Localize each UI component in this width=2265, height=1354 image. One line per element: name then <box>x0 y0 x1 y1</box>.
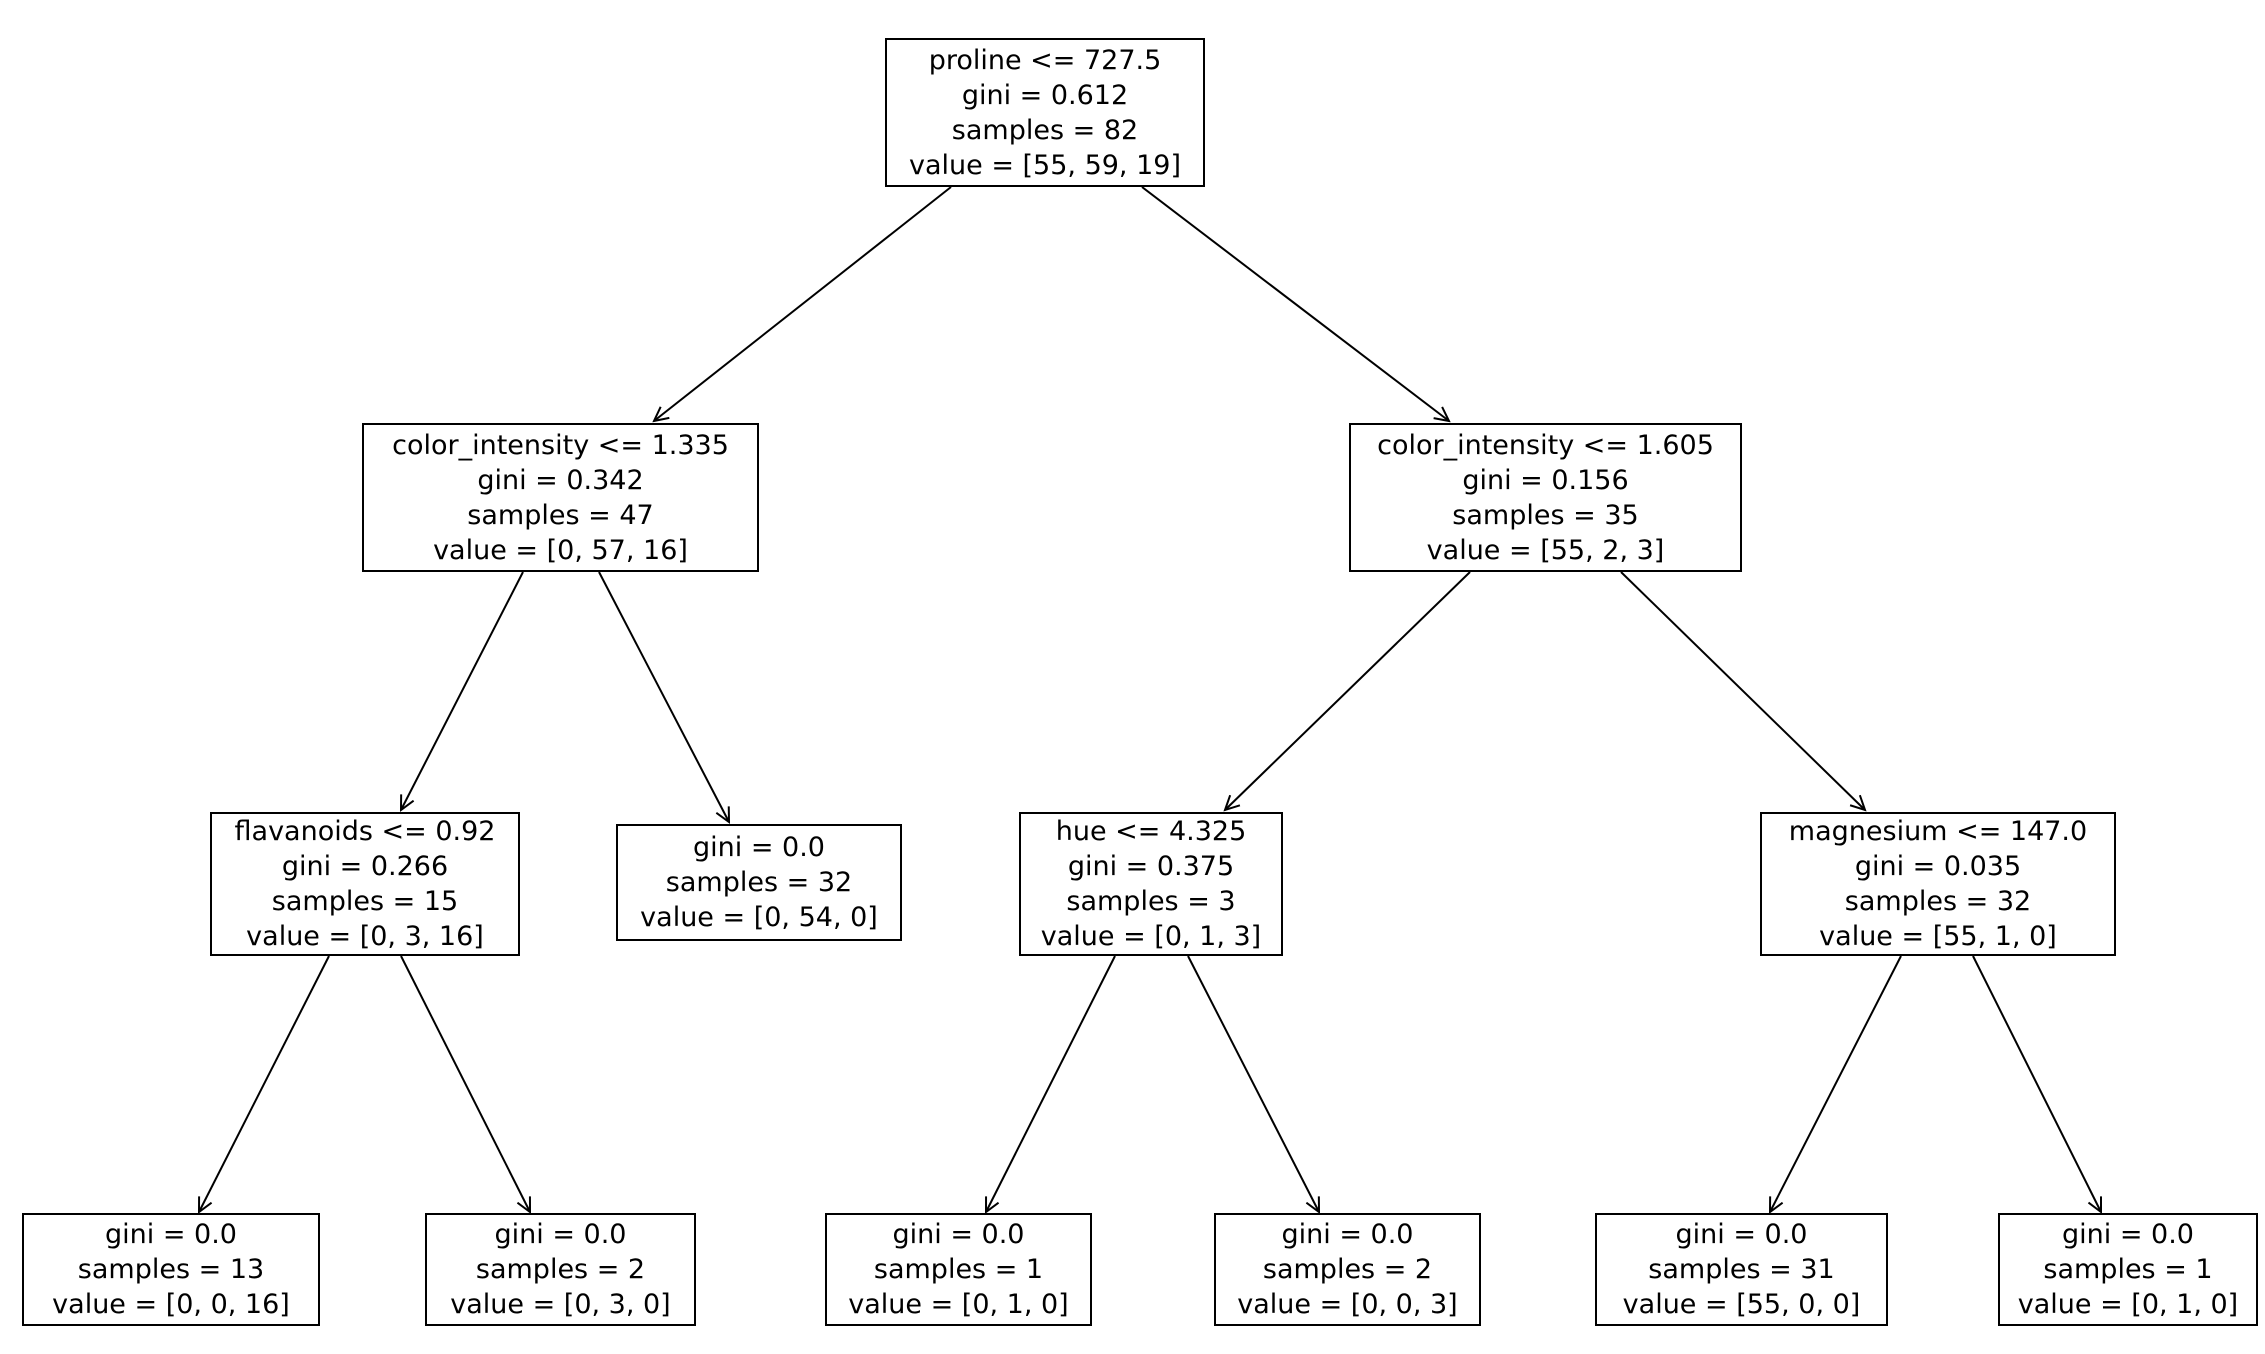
node-value: value = [0, 3, 16] <box>246 921 484 952</box>
leaf-node-lr: gini = 0.0 samples = 32 value = [0, 54, … <box>616 824 902 941</box>
edge-rr-to-rrr <box>1972 955 2101 1212</box>
node-samples: samples = 3 <box>1066 886 1236 917</box>
node-color-intensity-right: color_intensity <= 1.605 gini = 0.156 sa… <box>1349 423 1742 572</box>
node-condition: color_intensity <= 1.605 <box>1377 429 1714 461</box>
node-value: value = [0, 54, 0] <box>640 902 878 933</box>
leaf-node-6: gini = 0.0 samples = 1 value = [0, 1, 0] <box>1998 1213 2258 1326</box>
node-gini: gini = 0.156 <box>1462 464 1629 496</box>
leaf-node-2: gini = 0.0 samples = 2 value = [0, 3, 0] <box>425 1213 696 1326</box>
node-value: value = [0, 1, 3] <box>1040 921 1262 952</box>
node-value: value = [0, 1, 0] <box>848 1289 1069 1320</box>
edge-rl-to-rlr <box>1187 955 1319 1212</box>
node-value: value = [55, 2, 3] <box>1426 534 1665 566</box>
node-gini: gini = 0.342 <box>477 464 644 496</box>
node-gini: gini = 0.0 <box>693 832 825 863</box>
leaf-node-1: gini = 0.0 samples = 13 value = [0, 0, 1… <box>22 1213 320 1326</box>
node-samples: samples = 2 <box>1262 1254 1433 1285</box>
node-root-proline: proline <= 727.5 gini = 0.612 samples = … <box>885 38 1205 187</box>
node-gini: gini = 0.0 <box>892 1219 1025 1250</box>
node-gini: gini = 0.0 <box>494 1219 627 1250</box>
node-samples: samples = 47 <box>467 499 654 531</box>
node-gini: gini = 0.035 <box>1854 851 2022 882</box>
edge-r-to-rl <box>1225 571 1471 810</box>
node-condition: magnesium <= 147.0 <box>1788 816 2088 847</box>
node-samples: samples = 1 <box>2043 1254 2213 1285</box>
node-samples: samples = 82 <box>951 114 1139 146</box>
leaf-node-4: gini = 0.0 samples = 2 value = [0, 0, 3] <box>1214 1213 1481 1326</box>
node-gini: gini = 0.0 <box>105 1219 237 1250</box>
node-flavanoids: flavanoids <= 0.92 gini = 0.266 samples … <box>210 812 520 956</box>
edge-l-to-ll <box>401 571 524 810</box>
node-condition: flavanoids <= 0.92 <box>234 816 496 847</box>
node-samples: samples = 15 <box>271 886 459 917</box>
node-value: value = [55, 0, 0] <box>1622 1289 1861 1320</box>
node-samples: samples = 32 <box>1844 886 2032 917</box>
node-gini: gini = 0.612 <box>961 79 1129 111</box>
node-color-intensity-left: color_intensity <= 1.335 gini = 0.342 sa… <box>362 423 759 572</box>
node-value: value = [0, 57, 16] <box>433 534 688 566</box>
node-value: value = [55, 59, 19] <box>908 149 1181 181</box>
edge-root-to-left <box>654 186 952 421</box>
node-gini: gini = 0.0 <box>1281 1219 1414 1250</box>
node-value: value = [0, 1, 0] <box>2017 1289 2239 1320</box>
node-samples: samples = 32 <box>665 867 853 898</box>
edge-root-to-right <box>1141 186 1449 421</box>
node-samples: samples = 13 <box>77 1254 265 1285</box>
edge-ll-to-llr <box>400 955 530 1212</box>
leaf-node-3: gini = 0.0 samples = 1 value = [0, 1, 0] <box>825 1213 1092 1326</box>
node-gini: gini = 0.0 <box>1675 1219 1808 1250</box>
node-value: value = [0, 0, 16] <box>52 1289 290 1320</box>
edge-r-to-rr <box>1620 571 1865 810</box>
node-value: value = [0, 3, 0] <box>450 1289 671 1320</box>
node-condition: proline <= 727.5 <box>928 44 1162 76</box>
node-hue: hue <= 4.325 gini = 0.375 samples = 3 va… <box>1019 812 1283 956</box>
edge-l-to-lr <box>598 571 729 822</box>
edge-rl-to-rll <box>986 955 1116 1212</box>
node-gini: gini = 0.266 <box>281 851 449 882</box>
node-condition: hue <= 4.325 <box>1055 816 1247 847</box>
edge-ll-to-lll <box>199 955 330 1212</box>
node-samples: samples = 2 <box>475 1254 646 1285</box>
node-magnesium: magnesium <= 147.0 gini = 0.035 samples … <box>1760 812 2116 956</box>
node-samples: samples = 31 <box>1648 1254 1835 1285</box>
node-samples: samples = 35 <box>1452 499 1639 531</box>
node-samples: samples = 1 <box>873 1254 1044 1285</box>
leaf-node-5: gini = 0.0 samples = 31 value = [55, 0, … <box>1595 1213 1888 1326</box>
edge-rr-to-rrl <box>1770 955 1902 1212</box>
node-value: value = [0, 0, 3] <box>1237 1289 1458 1320</box>
node-value: value = [55, 1, 0] <box>1819 921 2057 952</box>
node-gini: gini = 0.0 <box>2062 1219 2194 1250</box>
node-condition: color_intensity <= 1.335 <box>392 429 729 461</box>
node-gini: gini = 0.375 <box>1067 851 1235 882</box>
